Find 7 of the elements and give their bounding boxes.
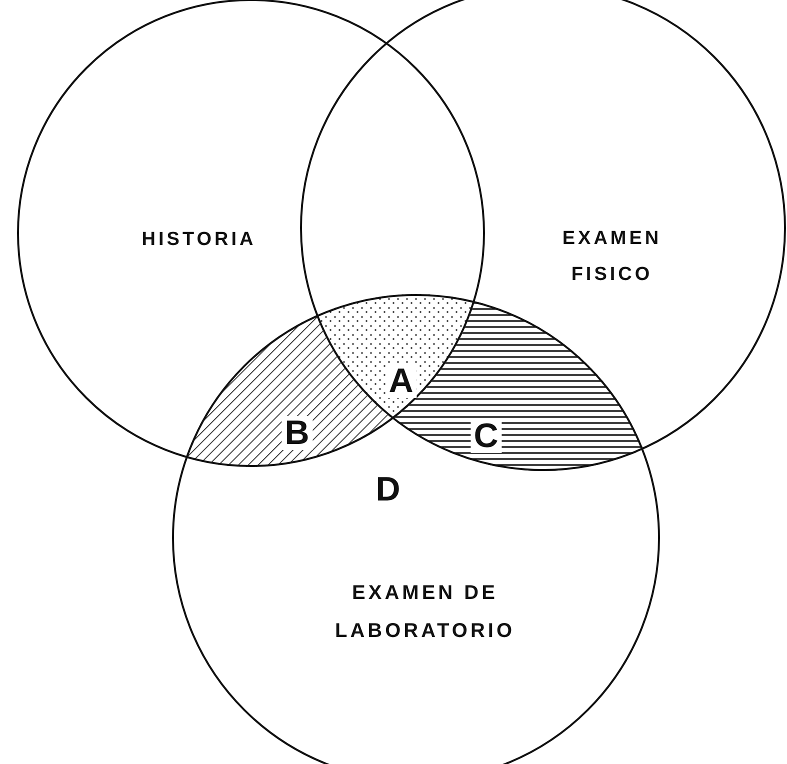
- region-letter: A: [386, 364, 416, 398]
- region-letter: D: [376, 470, 400, 510]
- set-label: HISTORIA: [140, 228, 258, 252]
- set-label: EXAMEN FISICO: [561, 226, 663, 287]
- set-label: EXAMEN DE LABORATORIO: [334, 581, 516, 644]
- region-letter: C: [470, 419, 502, 453]
- region-letter: B: [282, 416, 312, 450]
